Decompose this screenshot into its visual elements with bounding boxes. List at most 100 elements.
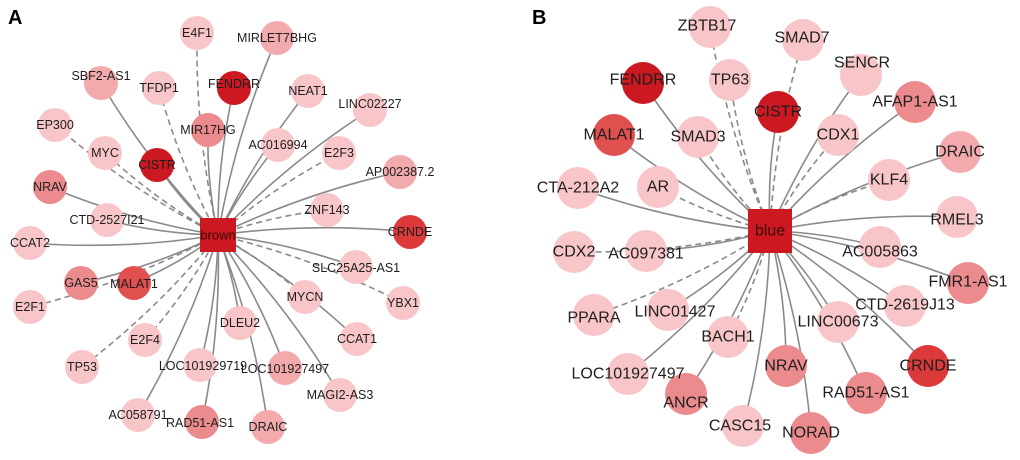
gene-node[interactable] (637, 166, 679, 208)
gene-node[interactable] (868, 159, 910, 201)
gene-node[interactable] (251, 410, 285, 444)
gene-node[interactable] (90, 203, 124, 237)
gene-node[interactable] (573, 294, 615, 336)
gene-node[interactable] (884, 285, 926, 327)
gene-node-label: TP53 (67, 360, 97, 374)
gene-node[interactable] (268, 351, 302, 385)
gene-node[interactable] (947, 262, 989, 304)
gene-node[interactable] (180, 16, 214, 50)
gene-node[interactable] (939, 131, 981, 173)
gene-node-label: FMR1-AS1 (928, 274, 1007, 291)
gene-node[interactable] (13, 290, 47, 324)
gene-node[interactable] (223, 306, 257, 340)
gene-node[interactable] (840, 54, 882, 96)
gene-node[interactable] (593, 114, 635, 156)
gene-node-label: FENDRR (208, 77, 260, 91)
edge-solid (49, 186, 219, 236)
gene-node-label: MALAT1 (583, 127, 644, 144)
gene-node[interactable] (64, 266, 98, 300)
gene-node[interactable] (191, 113, 225, 147)
gene-node[interactable] (709, 59, 751, 101)
module-hub-node[interactable] (748, 209, 792, 253)
gene-node[interactable] (647, 289, 689, 331)
gene-node[interactable] (260, 21, 294, 55)
gene-node[interactable] (625, 230, 667, 272)
gene-node[interactable] (310, 193, 344, 227)
gene-node-label: AC058791 (108, 408, 167, 422)
panel-letter: A (8, 7, 22, 29)
gene-node[interactable] (393, 215, 427, 249)
gene-node-label: E2F4 (130, 333, 160, 347)
gene-node-label: NRAV (764, 358, 808, 375)
gene-node-label: LINC01427 (635, 304, 716, 321)
gene-node-label: CDX2 (553, 244, 596, 261)
gene-node[interactable] (907, 345, 949, 387)
gene-node[interactable] (142, 71, 176, 105)
gene-node[interactable] (689, 6, 731, 48)
gene-node[interactable] (13, 226, 47, 260)
gene-node[interactable] (323, 378, 357, 412)
gene-node-label: GAS5 (64, 276, 97, 290)
gene-node[interactable] (765, 345, 807, 387)
gene-node[interactable] (288, 280, 322, 314)
gene-node[interactable] (140, 148, 174, 182)
gene-node[interactable] (782, 19, 824, 61)
edge-dashed (217, 234, 404, 304)
gene-node[interactable] (817, 301, 859, 343)
gene-node[interactable] (790, 412, 832, 454)
gene-node[interactable] (322, 136, 356, 170)
gene-node[interactable] (88, 136, 122, 170)
gene-node-label: KLF4 (870, 172, 908, 189)
edge-solid (217, 234, 341, 396)
gene-node[interactable] (261, 128, 295, 162)
gene-node[interactable] (33, 170, 67, 204)
gene-node[interactable] (859, 226, 901, 268)
gene-node-label: SMAD7 (774, 30, 829, 47)
gene-node[interactable] (845, 372, 887, 414)
gene-node[interactable] (128, 323, 162, 357)
gene-node-label: CRNDE (388, 225, 432, 239)
gene-node-label: SENCR (834, 55, 890, 72)
gene-node-label: E2F3 (324, 146, 354, 160)
gene-node[interactable] (121, 398, 155, 432)
gene-node[interactable] (217, 71, 251, 105)
gene-node-label: BACH1 (701, 329, 754, 346)
gene-node[interactable] (817, 114, 859, 156)
gene-node[interactable] (607, 353, 649, 395)
gene-node[interactable] (386, 286, 420, 320)
gene-node[interactable] (677, 116, 719, 158)
gene-node[interactable] (383, 155, 417, 189)
edge-dashed (158, 87, 219, 236)
gene-node[interactable] (722, 405, 764, 447)
gene-node[interactable] (622, 62, 664, 104)
gene-node[interactable] (84, 66, 118, 100)
gene-node[interactable] (185, 405, 219, 439)
gene-node[interactable] (757, 91, 799, 133)
gene-node-label: CCAT1 (337, 332, 377, 346)
edge-solid (217, 37, 278, 236)
gene-node[interactable] (340, 322, 374, 356)
edge-dashed (54, 124, 219, 236)
gene-node[interactable] (936, 196, 978, 238)
gene-node[interactable] (38, 108, 72, 142)
gene-node-label: RAD51-AS1 (822, 385, 909, 402)
gene-node[interactable] (553, 231, 595, 273)
gene-node[interactable] (117, 266, 151, 300)
gene-node[interactable] (894, 81, 936, 123)
gene-node-label: MYCN (287, 290, 324, 304)
gene-node-label: ZNF143 (304, 203, 349, 217)
gene-node[interactable] (65, 350, 99, 384)
gene-node[interactable] (183, 348, 217, 382)
nodes (553, 6, 989, 454)
gene-node-label: LOC101927497 (572, 366, 685, 383)
module-hub-node[interactable] (200, 218, 236, 252)
gene-node[interactable] (707, 316, 749, 358)
gene-node[interactable] (665, 373, 707, 415)
gene-node[interactable] (291, 74, 325, 108)
gene-node[interactable] (353, 93, 387, 127)
gene-node-label: CTA-212A2 (537, 180, 620, 197)
gene-node-label: CRNDE (900, 358, 957, 375)
gene-node[interactable] (557, 167, 599, 209)
gene-node[interactable] (339, 250, 373, 284)
